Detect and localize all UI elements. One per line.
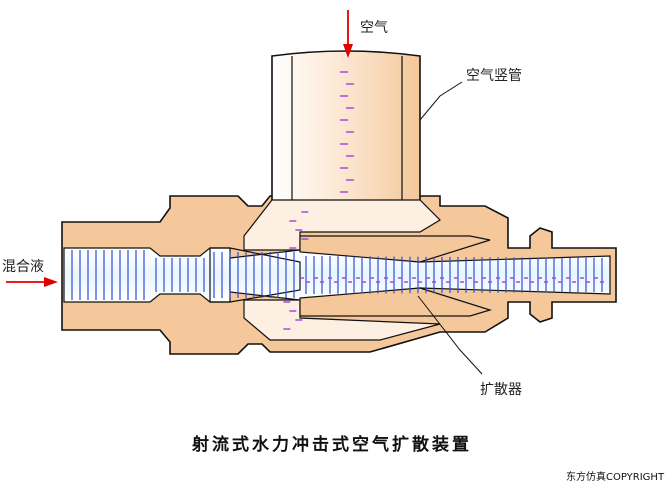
- air-chamber: [243, 199, 441, 251]
- air-pipe-label: 空气竖管: [466, 68, 522, 84]
- air-inlet-arrow: [343, 10, 353, 58]
- nozzle-tip: [209, 247, 301, 303]
- liquid-flow-lines: [71, 250, 603, 300]
- copyright-text: 东方仿真COPYRIGHT: [566, 472, 665, 483]
- diffuser-lower-wedge: [299, 287, 493, 317]
- diagram-title: 射流式水力冲击式空气扩散装置: [192, 435, 472, 455]
- liquid-inlet-arrow: [6, 277, 58, 287]
- air-pipe-leader: [419, 81, 463, 121]
- diffuser-leader: [417, 295, 483, 375]
- air-label: 空气: [360, 20, 388, 36]
- air-bubbles: [283, 71, 604, 330]
- air-pipe: [271, 50, 421, 211]
- mixed-liquid-label: 混合液: [2, 259, 44, 275]
- inlet-channel: [63, 247, 231, 303]
- diffuser-label: 扩散器: [480, 382, 522, 398]
- diffuser-upper-wedge: [299, 235, 491, 263]
